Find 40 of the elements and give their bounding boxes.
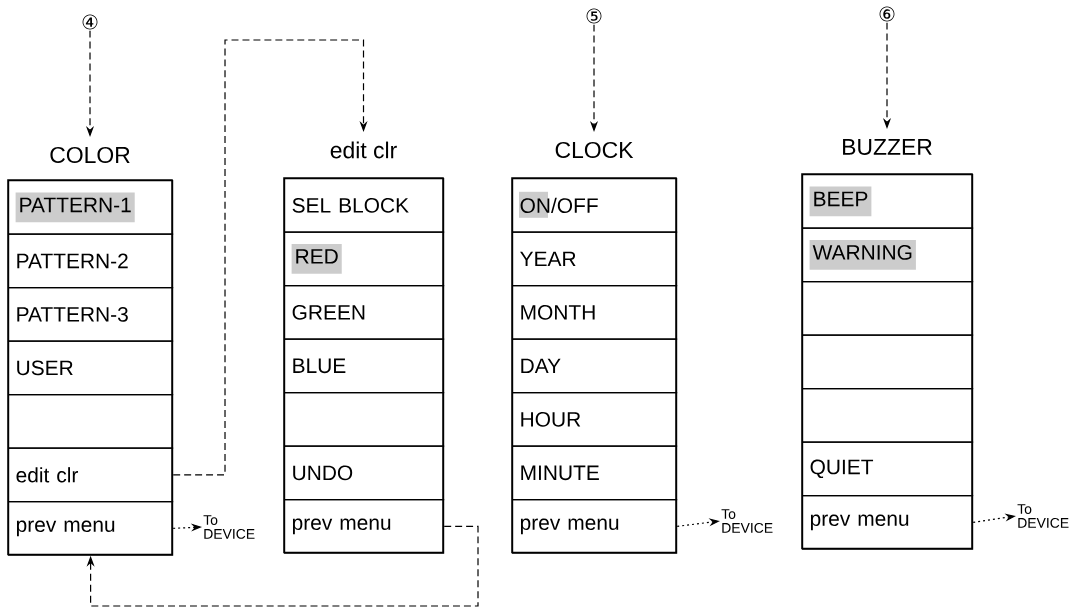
menu-item: PATTERN-3 xyxy=(8,287,174,342)
menu-item: PATTERN-1 xyxy=(8,180,174,235)
menu-item: MINUTE xyxy=(512,445,678,501)
node-label: BUZZER xyxy=(843,139,932,155)
menu-item: WARNING xyxy=(802,227,974,283)
menu-item: USER xyxy=(8,340,174,396)
menu-item: SEL BLOCK xyxy=(284,178,445,233)
menu-item: GREEN xyxy=(284,285,445,340)
node-label: COLOR xyxy=(50,146,130,164)
empty-menu-item xyxy=(802,388,974,443)
menu-item: QUIET xyxy=(802,441,974,497)
menu-item: PATTERN-2 xyxy=(8,233,174,289)
empty-menu-item xyxy=(284,392,445,447)
target-label: To DEVICE xyxy=(721,509,773,533)
node-label: edit clr xyxy=(330,141,397,159)
callout-number: ④ xyxy=(82,14,98,30)
menu-item: BEEP xyxy=(802,174,974,229)
menu-item: MONTH xyxy=(512,285,678,340)
menu-item: ON/OFF xyxy=(512,178,678,233)
menu-item: YEAR xyxy=(512,231,678,287)
menu-item: edit clr xyxy=(8,447,174,503)
menu-item: prev menu xyxy=(284,499,445,554)
menu-item: prev menu xyxy=(802,495,974,550)
empty-menu-item xyxy=(8,394,174,449)
callout-number: ⑥ xyxy=(879,6,895,22)
target-label: To DEVICE xyxy=(203,515,255,539)
target-label: To DEVICE xyxy=(1017,504,1069,528)
arrow xyxy=(172,39,368,476)
empty-menu-item xyxy=(802,334,974,390)
node-label: CLOCK xyxy=(555,141,634,159)
menu-item: DAY xyxy=(512,338,678,394)
menu-item: BLUE xyxy=(284,338,445,394)
callout-number: ⑤ xyxy=(586,8,602,24)
menu-item: RED xyxy=(284,231,445,287)
menu-item: prev menu xyxy=(512,499,678,554)
arrow xyxy=(86,525,479,607)
empty-menu-item xyxy=(802,281,974,336)
menu-item: UNDO xyxy=(284,445,445,501)
menu-item: prev menu xyxy=(8,501,174,556)
menu-item: HOUR xyxy=(512,392,678,447)
